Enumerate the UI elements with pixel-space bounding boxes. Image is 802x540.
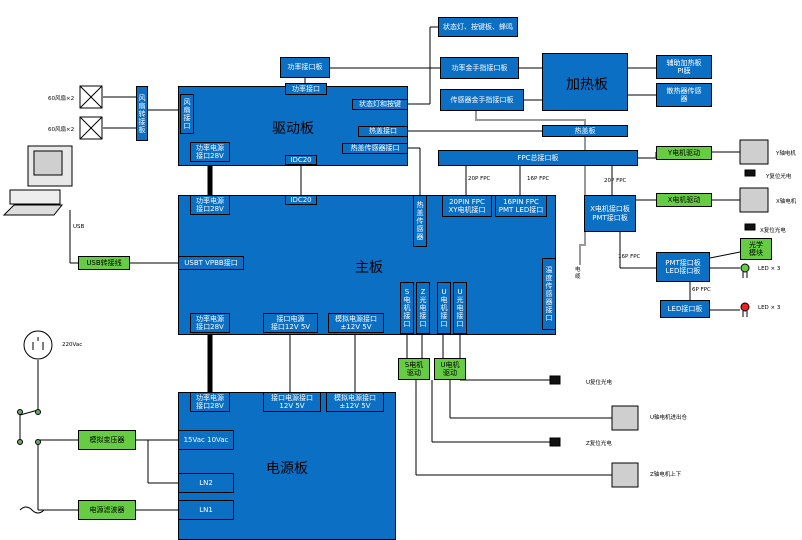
main-idc20: IDC20 — [285, 195, 317, 205]
cable-label: 电 缆 — [575, 267, 581, 280]
z-motor-updown-label: Z轴电机上下 — [650, 472, 682, 478]
fpc-16p-label: 16P FPC — [527, 176, 550, 182]
main-temp-sensor: 温 度 传 感 器 接 口 — [542, 258, 556, 330]
u-motor-mix-label: U轴电机进出仓 — [650, 415, 688, 421]
power-ln1: LN1 — [178, 500, 234, 520]
computer-icon — [2, 145, 73, 216]
y-reset-optic-label: Y复位光电 — [766, 174, 792, 180]
power-filter: 电源滤波器 — [78, 500, 136, 520]
drive-power-iface: 功率接口 — [285, 83, 327, 95]
fan-icon — [79, 85, 103, 140]
optical-sensor-icon — [549, 169, 756, 447]
main-heat-cover-sensor: 热 盖 传 感 器 — [413, 195, 427, 247]
sensor-finger-board: 传感器金手指接口板 — [440, 89, 524, 111]
s-motor-drive: S电机 驱动 — [398, 358, 430, 380]
z-reset-optic-label: Z复位光电 — [586, 441, 612, 447]
main-z-optic-iface: Z 光 电 接 口 — [416, 282, 430, 334]
fpc-16p-right-label: 16P FPC — [618, 254, 641, 260]
fan2-label: 60风扇×2 — [48, 127, 75, 133]
main-board-title: 主板 — [355, 260, 383, 276]
heater-board-title: 加热板 — [566, 77, 608, 93]
main-u-optic-iface: U 光 电 接 口 — [453, 282, 467, 334]
main-fpc16-pmt: 16PIN FPC PMT LED接口 — [495, 195, 547, 217]
main-fpc20-xy: 20PIN FPC XY电机接口 — [442, 195, 492, 217]
drive-board-title: 驱动板 — [272, 121, 314, 137]
power-board-title: 电源板 — [266, 461, 308, 477]
fpc-20p-2-label: 20P FPC — [604, 178, 627, 184]
fpc-board: FPC总接口板 — [438, 150, 638, 166]
drive-power-supply-28v: 功率电源 接口28V — [190, 142, 230, 162]
drive-idc20: IDC20 — [285, 155, 317, 165]
led-red-icon — [740, 302, 750, 317]
pmt-led-board: PMT接口板 LED接口板 — [656, 252, 710, 282]
y-motor-drive: Y电机驱动 — [656, 146, 712, 160]
usb-label: USB — [73, 224, 85, 230]
aux-heat-pi: 辅助加热板 PI膜 — [656, 55, 712, 79]
main-u-motor-iface: U 电 机 接 口 — [437, 282, 451, 334]
main-power-supply-28v-bottom: 功率电源 接口28V — [190, 313, 230, 333]
power-analog-12v-5v: 模拟电源接口 ±12V 5V — [326, 392, 384, 412]
main-power-supply-28v-top: 功率电源 接口28V — [190, 195, 230, 215]
power-finger-board: 功率金手指接口板 — [440, 57, 519, 79]
fan-adapter-board: 风 扇 转 接 板 — [136, 86, 148, 141]
drive-heat-cover-sensor: 热盖传感器接口 — [342, 143, 408, 154]
vac220-label: 220Vac — [62, 342, 83, 348]
main-iface-12v-5v: 接口电源 接口12V 5V — [263, 313, 318, 333]
main-usb-vpbb: USBT VPBB接口 — [178, 256, 244, 270]
power-iface-board: 功率接口板 — [280, 57, 330, 78]
status-light-board: 状态灯、按键板、蜂鸣 — [438, 17, 518, 37]
fuse-icon — [19, 506, 45, 514]
power-supply-28v: 功率电源 接口28V — [190, 392, 230, 412]
power-vac: 15Vac 10Vac — [178, 430, 234, 450]
analog-transformer: 模拟变压器 — [78, 430, 136, 450]
usb-cable: USB转接线 — [78, 256, 130, 270]
x-reset-optic-label: X复位光电 — [760, 228, 786, 234]
power-iface-12v-5v: 接口电源接口 12V 5V — [263, 392, 321, 412]
drive-fan-iface: 风 扇 接 口 — [180, 94, 194, 134]
u-motor-drive: U电机 驱动 — [434, 358, 466, 380]
u-reset-optic-label: U复位光电 — [586, 380, 613, 386]
x-motor-label: X轴电机 — [776, 199, 797, 205]
led-green-label: LED × 3 — [758, 266, 781, 272]
heat-sensor: 散热器传感 器 — [656, 83, 712, 107]
led-red-label: LED × 3 — [758, 305, 781, 311]
drive-heat-cover-iface: 热盖接口 — [358, 126, 408, 137]
heat-cover-board: 热盖板 — [542, 125, 628, 137]
x-motor-pmt-board: X电机接口板 PMT接口板 — [584, 195, 636, 232]
power-plug-icon — [23, 330, 53, 360]
fan1-label: 60风扇×2 — [48, 96, 75, 102]
y-motor-label: Y轴电机 — [776, 151, 796, 157]
switch-icon — [17, 409, 41, 445]
x-motor-drive: X电机驱动 — [656, 193, 712, 207]
main-s-motor-iface: S 电 机 接 口 — [400, 282, 414, 334]
optic-module: 光学 模块 — [740, 238, 772, 260]
main-analog-12v-5v: 模拟电源接口 ±12V 5V — [328, 313, 384, 333]
drive-status-light-btn: 状态灯和按键 — [352, 99, 408, 110]
power-ln2: LN2 — [178, 473, 234, 493]
heater-board — [542, 53, 628, 111]
fpc-6p-label: 6P FPC — [692, 287, 711, 293]
led-board: LED接口板 — [660, 300, 710, 318]
fpc-20p-label: 20P FPC — [468, 176, 491, 182]
led-green-icon — [740, 263, 750, 278]
motor-icon — [611, 139, 769, 488]
